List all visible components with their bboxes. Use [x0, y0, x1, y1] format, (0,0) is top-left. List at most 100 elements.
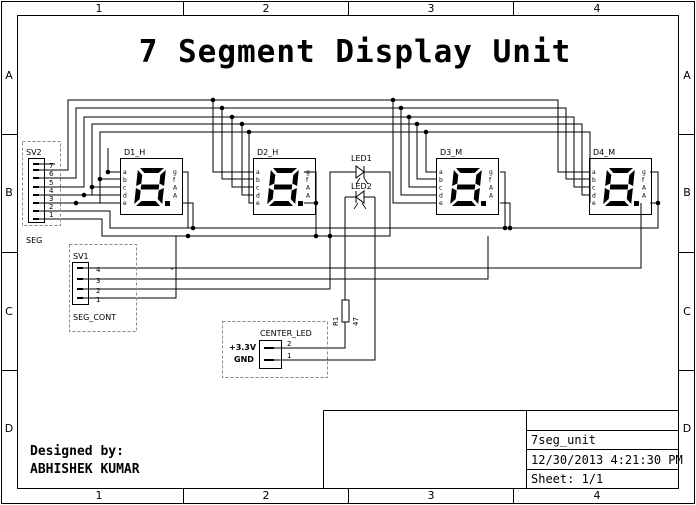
- sv1-pin: 4: [96, 266, 101, 274]
- sv1-pin: 1: [96, 296, 100, 304]
- project-name: 7seg_unit: [531, 433, 596, 447]
- display-pin-label: a: [439, 169, 443, 176]
- led1: [340, 165, 380, 185]
- sv1-pin: 2: [96, 287, 100, 295]
- digit-segments: [603, 168, 639, 206]
- sv2-pin: 3: [49, 195, 53, 203]
- sheet-number: Sheet: 1/1: [531, 472, 603, 486]
- led2-label: LED2: [351, 182, 372, 191]
- row-label-right: D: [683, 422, 691, 435]
- display-pin-label: f: [306, 177, 309, 184]
- resistor-r1: R1 47: [332, 299, 360, 326]
- resistor-name: R1: [332, 317, 340, 326]
- row-label-left: C: [5, 305, 13, 318]
- row-label-left: A: [5, 69, 13, 82]
- display-pin-label: b: [256, 177, 260, 184]
- col-label-bottom: 3: [428, 489, 435, 502]
- col-label-bottom: 2: [263, 489, 270, 502]
- decimal-point: [481, 201, 486, 206]
- sv1-label: SEG_CONT: [73, 313, 116, 322]
- display-pin-label: a: [123, 169, 127, 176]
- display-pin-label: d: [439, 192, 443, 199]
- bus-wires: [55, 99, 659, 361]
- display-pin-label: d: [256, 192, 260, 199]
- sv2-pin: 5: [49, 179, 53, 187]
- gnd-label: GND: [234, 355, 254, 364]
- display-pin-label: d: [123, 192, 127, 199]
- sv2-pin: 1: [49, 211, 53, 219]
- display-pin-label: f: [173, 177, 176, 184]
- title-block: [323, 410, 679, 489]
- sv1-pin: 3: [96, 277, 100, 285]
- display-pin-label: A: [173, 192, 178, 199]
- display-pin-label: e: [123, 200, 127, 207]
- row-label-right: B: [683, 186, 691, 199]
- junctions: [73, 97, 661, 239]
- display-pin-label: A: [489, 185, 494, 192]
- display-pin-label: c: [123, 185, 126, 192]
- display-name: D3_M: [440, 148, 462, 157]
- display-pin-label: c: [256, 185, 259, 192]
- col-label-top: 1: [96, 2, 103, 15]
- col-label-bottom: 4: [594, 489, 601, 502]
- display-name: D1_H: [124, 148, 145, 157]
- display-pin-label: g: [642, 169, 646, 176]
- display-pin-label: A: [642, 185, 647, 192]
- display-pin-label: e: [439, 200, 443, 207]
- col-label-top: 2: [263, 2, 270, 15]
- sv1-name: SV1: [73, 252, 89, 261]
- power-label: +3.3V: [229, 343, 257, 352]
- decimal-point: [165, 201, 170, 206]
- display-pin-label: g: [489, 169, 493, 176]
- display-pin-label: c: [592, 185, 595, 192]
- row-label-right: C: [683, 305, 691, 318]
- display-pin-label: e: [592, 200, 596, 207]
- digit-segments: [450, 168, 486, 206]
- sv2-name: SV2: [26, 148, 42, 157]
- display-pin-label: A: [306, 185, 311, 192]
- display-pin-label: g: [173, 169, 177, 176]
- display-pin-label: d: [592, 192, 596, 199]
- center-led-name: CENTER_LED: [260, 329, 312, 338]
- connector-sv1: SV1 SEG_CONT 4 3 2 1: [69, 244, 137, 332]
- display-name: D2_H: [257, 148, 278, 157]
- designer-name: ABHISHEK KUMAR: [30, 462, 140, 477]
- display-name: D4_M: [593, 148, 615, 157]
- display-pin-label: b: [123, 177, 127, 184]
- display-pin-label: A: [642, 192, 647, 199]
- row-label-left: D: [5, 422, 13, 435]
- sv2-pin: 4: [49, 187, 54, 195]
- col-label-bottom: 1: [96, 489, 103, 502]
- row-label-right: A: [683, 69, 691, 82]
- display-pin-label: A: [173, 185, 178, 192]
- connector-center-led: CENTER_LED 2 1 +3.3V GND: [222, 321, 328, 378]
- sv2-label: SEG: [26, 236, 42, 245]
- displays: D1_HabcdegfAAD2_HabcdegfAAD3_MabcdegfAAD…: [120, 148, 652, 215]
- display-pin-label: f: [642, 177, 645, 184]
- col-label-top: 3: [428, 2, 435, 15]
- display-pin-label: a: [256, 169, 260, 176]
- display-pin-label: f: [489, 177, 492, 184]
- display-pin-label: g: [306, 169, 310, 176]
- digit-segments: [134, 168, 170, 206]
- display-pin-label: e: [256, 200, 260, 207]
- col-label-top: 4: [594, 2, 601, 15]
- display-pin-label: A: [306, 192, 311, 199]
- digit-segments: [267, 168, 303, 206]
- led1-label: LED1: [351, 154, 372, 163]
- resistor-value: 47: [352, 317, 360, 326]
- display-pin-label: a: [592, 169, 596, 176]
- display-pin-label: A: [489, 192, 494, 199]
- display-pin-label: c: [439, 185, 442, 192]
- display-pin-label: b: [439, 177, 443, 184]
- center-led-pin: 2: [287, 340, 291, 348]
- designer-label: Designed by:: [30, 444, 124, 459]
- frame-labels: 1 2 3 4 1 2 3 4 A B C D A B C D: [5, 2, 691, 502]
- connector-sv2: SV2 SEG 7 6 5 4 3 2 1: [22, 141, 61, 245]
